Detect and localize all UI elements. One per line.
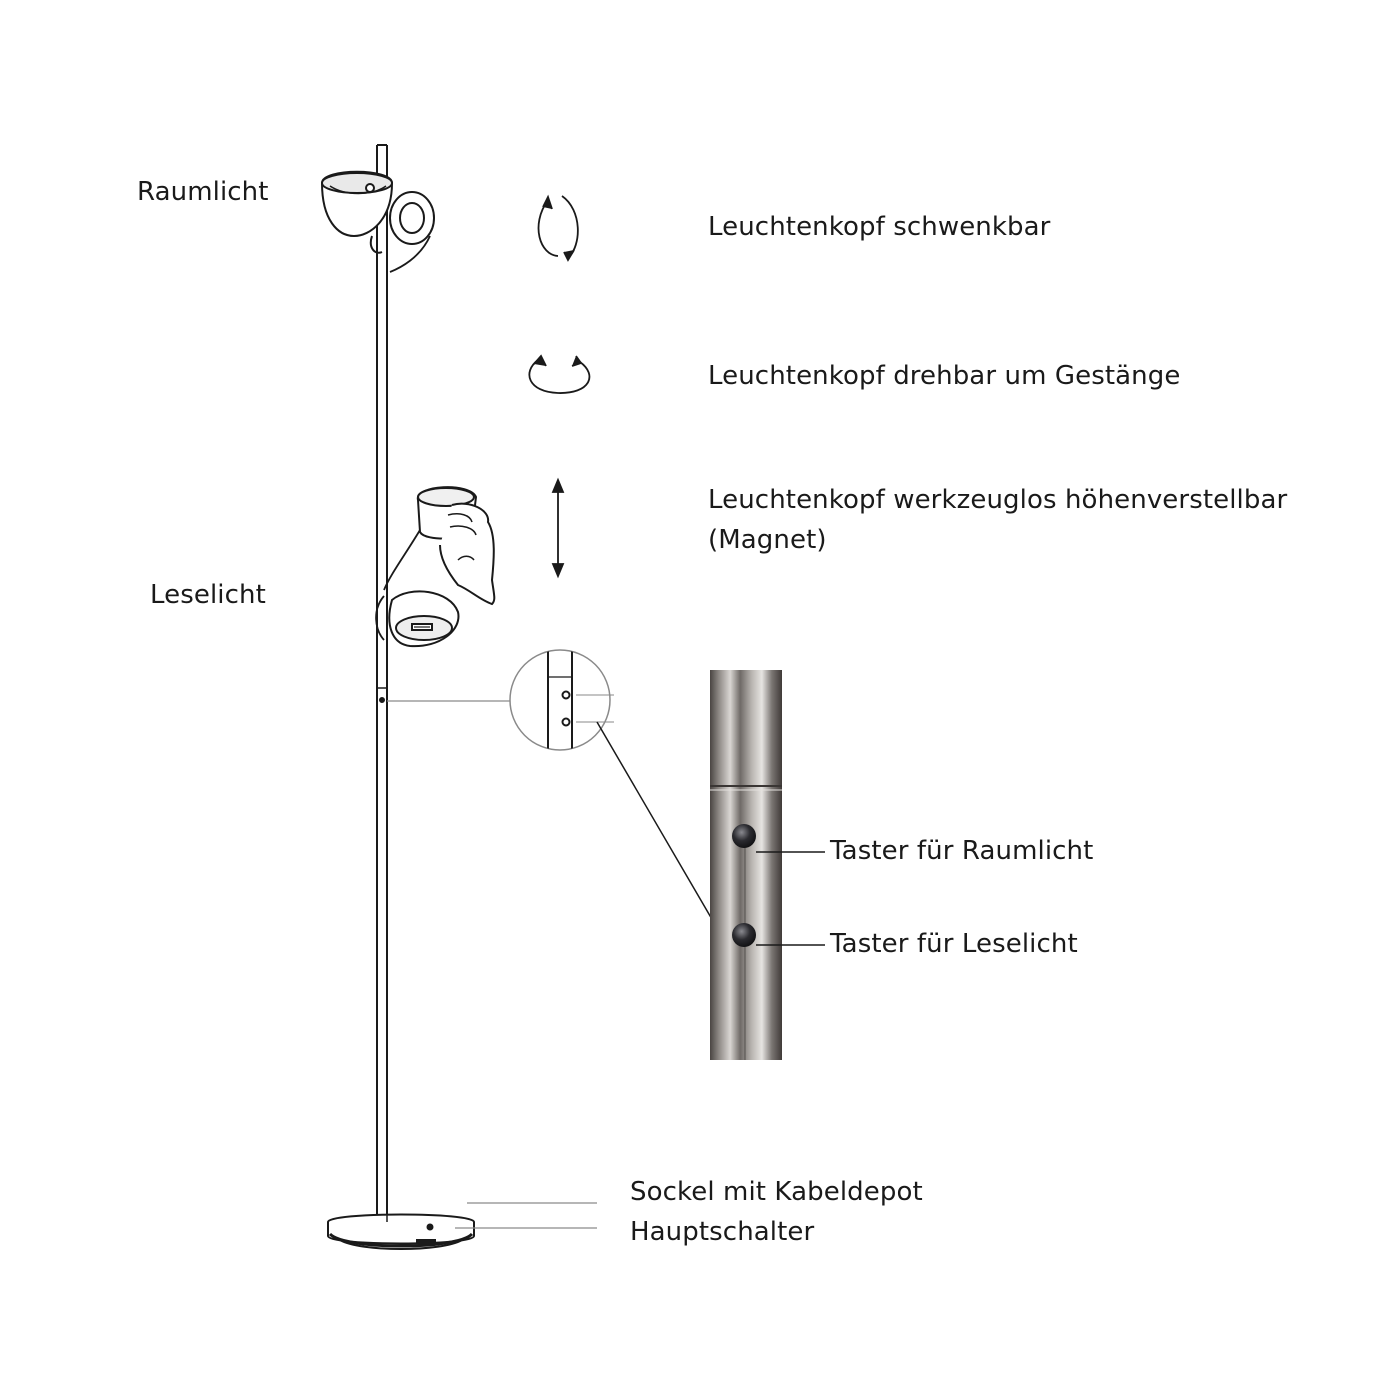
double-arrow-vertical-icon xyxy=(551,477,565,579)
label-switch-reading-light: Taster für Leselicht xyxy=(830,929,1078,959)
base-leader-lines xyxy=(455,1202,597,1229)
rotate-arrows-icon xyxy=(537,194,579,262)
reading-light-head xyxy=(375,486,496,648)
room-light-head xyxy=(320,170,435,273)
label-switch-room-light: Taster für Raumlicht xyxy=(830,836,1094,866)
label-main-switch: Hauptschalter xyxy=(630,1217,815,1247)
orbit-arrows-icon xyxy=(528,354,591,394)
label-head-swivel: Leuchtenkopf schwenkbar xyxy=(708,212,1051,242)
switch-leader-lines xyxy=(756,851,825,946)
switch-magnifier xyxy=(387,649,721,934)
lamp-base xyxy=(327,1213,475,1250)
label-room-light: Raumlicht xyxy=(137,177,269,207)
label-head-height: Leuchtenkopf werkzeuglos höhenverstellba… xyxy=(708,485,1288,556)
lamp-pole xyxy=(376,144,388,1215)
label-reading-light: Leselicht xyxy=(150,580,266,610)
reading-light-switch-button xyxy=(732,923,756,947)
room-light-switch-button xyxy=(732,824,756,848)
label-head-rotate: Leuchtenkopf drehbar um Gestänge xyxy=(708,361,1181,391)
label-base: Sockel mit Kabeldepot xyxy=(630,1177,923,1207)
chrome-pole-photo xyxy=(710,670,782,1060)
